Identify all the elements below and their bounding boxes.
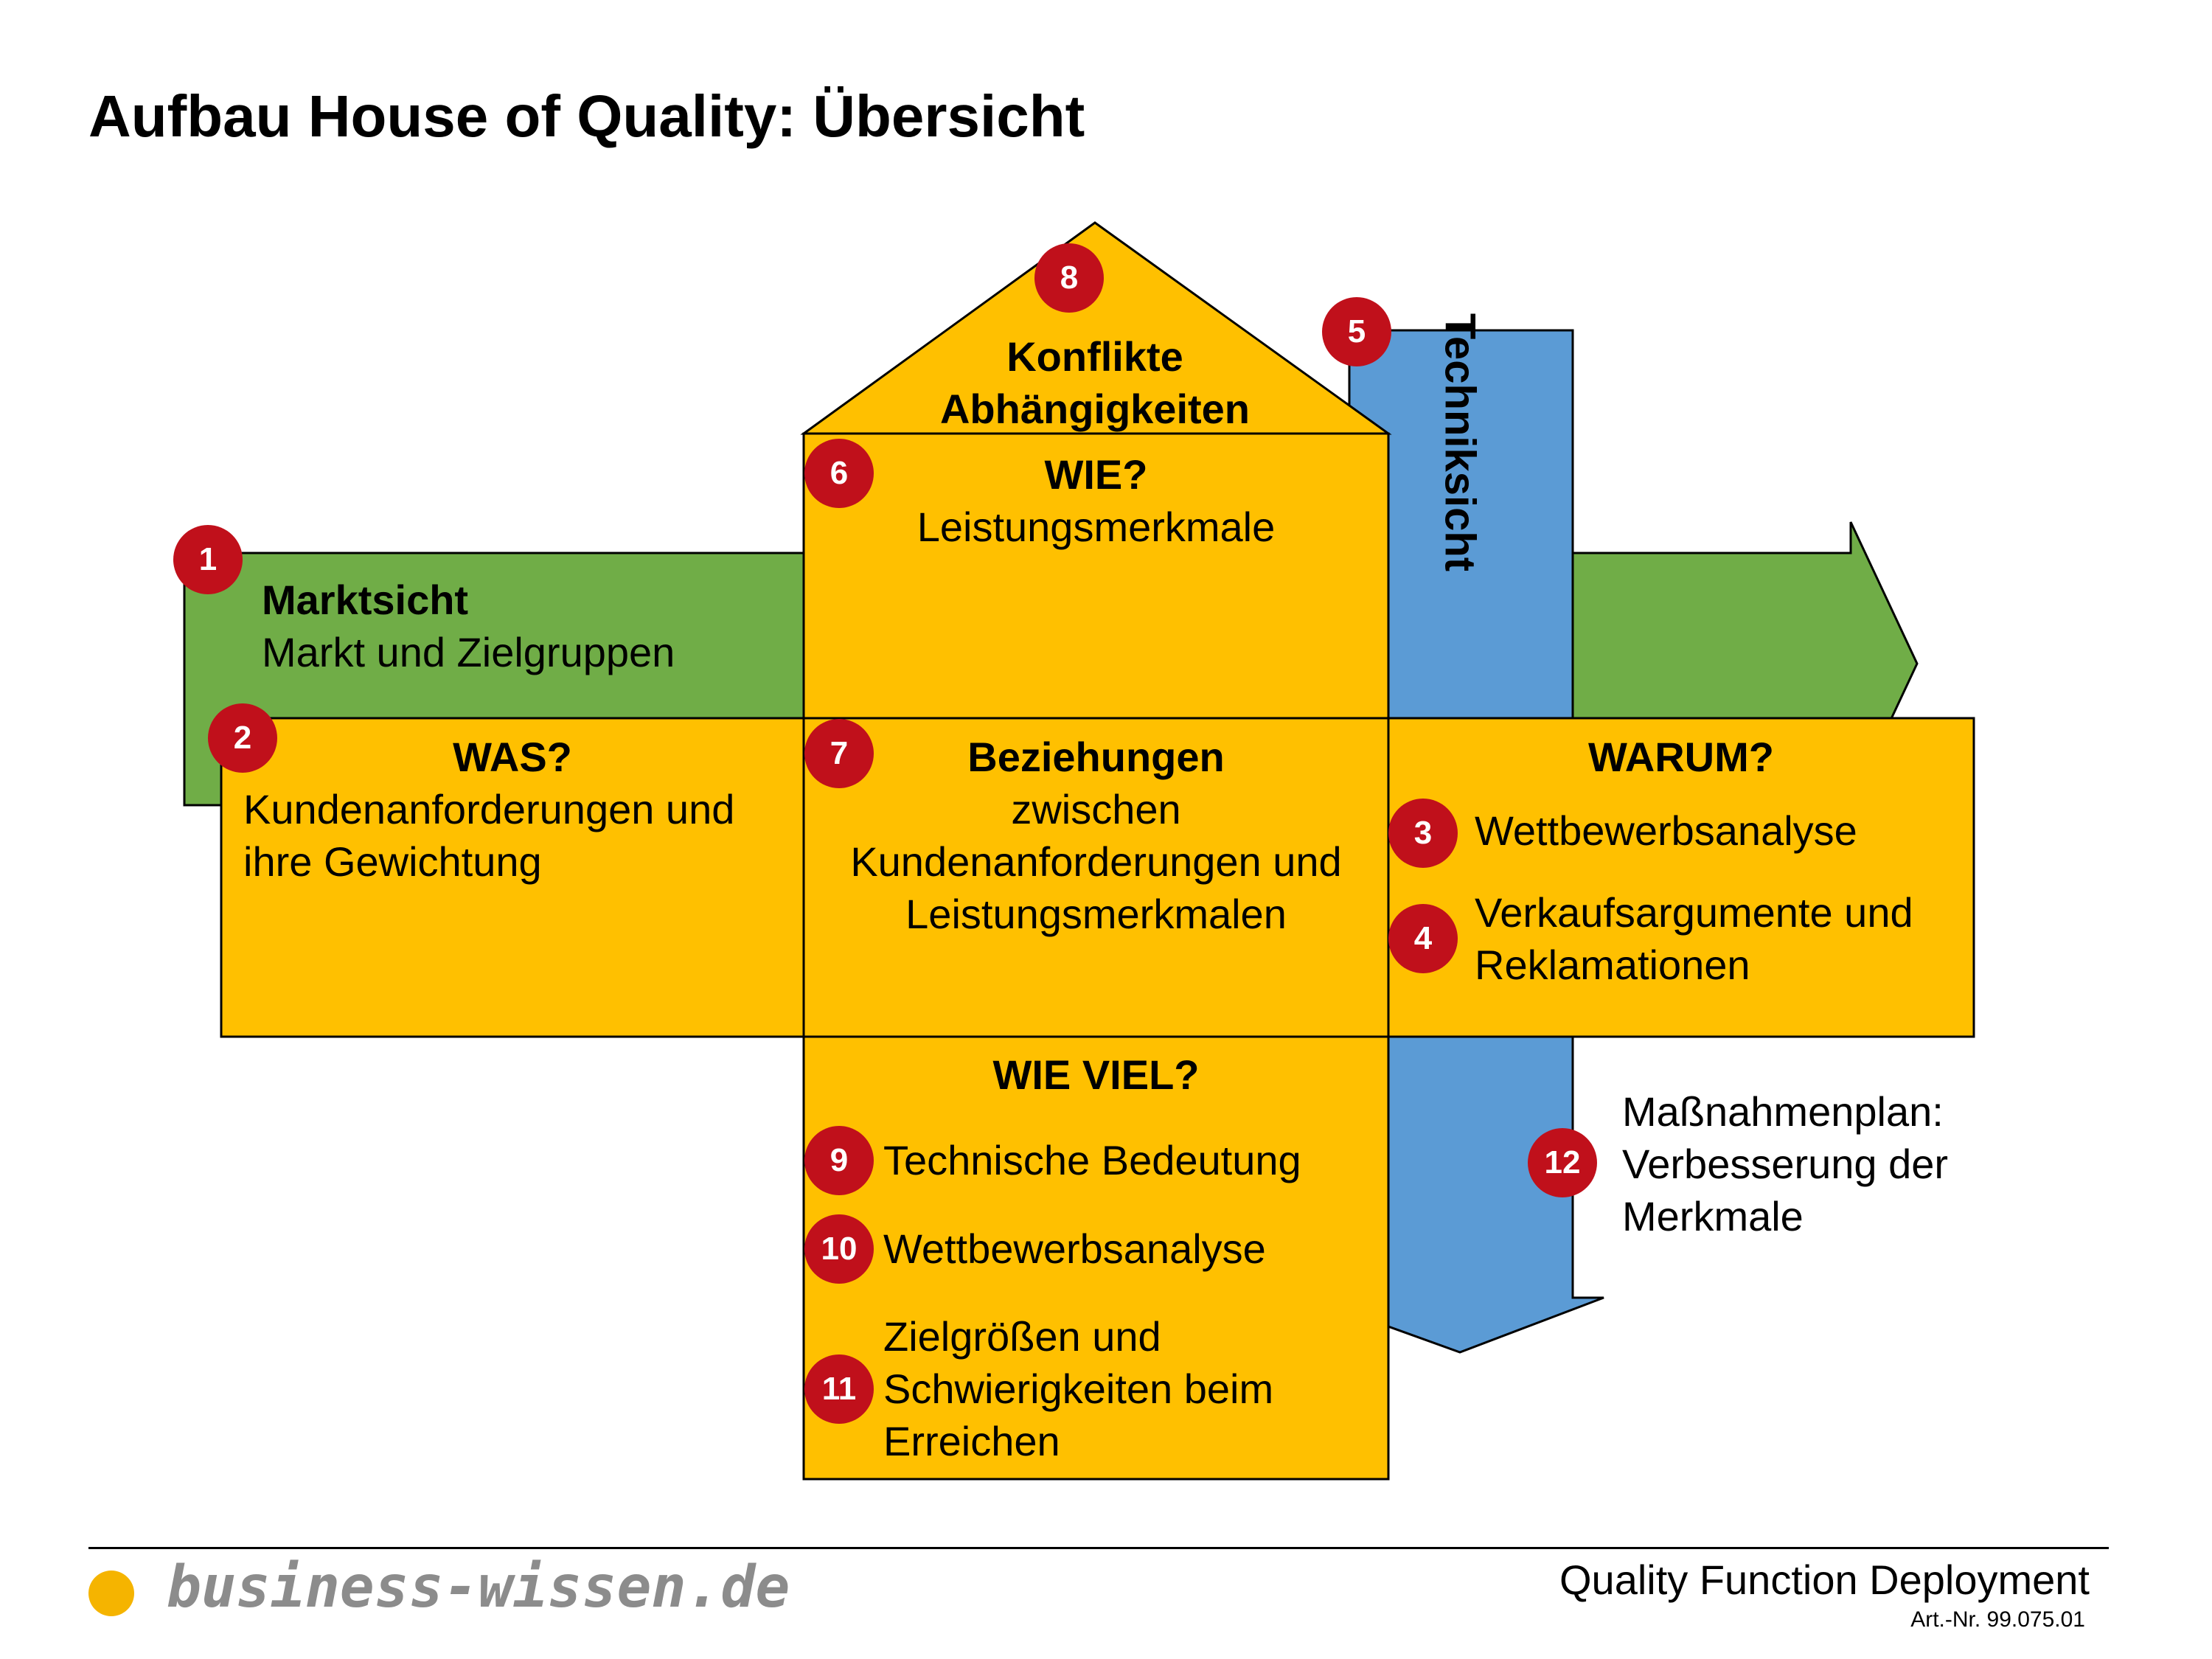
badge-11: 11 [804,1354,874,1424]
wieviel-box [802,1035,1390,1481]
was-box [220,717,805,1038]
badge-6: 6 [804,439,874,508]
page-title: Aufbau House of Quality: Übersicht [88,83,1085,149]
was-line-2: ihre Gewichtung [243,838,542,885]
wieviel-item-10: Wettbewerbsanalyse [883,1225,1266,1272]
was-line-1: Kundenanforderungen und [243,786,735,832]
roof-label-line-1: Konflikte [1006,333,1183,380]
beziehungen-text: Beziehungen zwischen Kundenanforderungen… [804,731,1388,940]
roof-label-line-2: Abhängigkeiten [939,386,1251,432]
footer-doc-title: Quality Function Deployment [1559,1557,2090,1603]
logo-dot-icon [88,1571,134,1616]
wie-box [802,432,1390,720]
wieviel-item-9: Technische Bedeutung [883,1137,1301,1183]
badge-8: 8 [1034,243,1104,313]
badge-3: 3 [1388,799,1458,868]
wie-subtitle: Leistungsmerkmale [917,504,1276,550]
was-text: Kundenanforderungen und ihre Gewichtung [243,783,734,888]
massnahmen-line-1: Maßnahmenplan: [1622,1088,1944,1135]
wieviel-item-11-line-3: Erreichen [883,1418,1060,1464]
wie-text: WIE? Leistungsmerkmale [804,448,1388,553]
beziehungen-line-1: zwischen [1011,786,1181,832]
badge-12: 12 [1528,1128,1597,1197]
badge-4: 4 [1388,904,1458,973]
wieviel-item-11-line-1: Zielgrößen und [883,1313,1161,1360]
marktsicht-subtitle: Markt und Zielgruppen [262,629,675,675]
wieviel-item-11: Zielgrößen und Schwierigkeiten beim Erre… [883,1310,1273,1467]
roof-label: Konflikte Abhängigkeiten [874,330,1316,435]
was-title: WAS? [453,734,572,780]
badge-7: 7 [804,719,874,788]
beziehungen-line-3: Leistungsmerkmalen [905,891,1287,937]
warum-item-4-line-1: Verkaufsargumente und [1475,889,1913,936]
warum-item-4: Verkaufsargumente und Reklamationen [1475,886,1913,991]
warum-title: WARUM? [1588,734,1774,780]
massnahmen-line-2: Verbesserung der [1622,1141,1949,1187]
warum-box [1387,717,1975,1038]
beziehungen-title: Beziehungen [967,734,1225,780]
footer-article-number: Art.-Nr. 99.075.01 [1910,1607,2085,1632]
marktsicht-text: Marktsicht Markt und Zielgruppen [262,574,675,678]
wie-title: WIE? [1044,451,1148,498]
footer-divider [88,1547,2109,1549]
badge-9: 9 [804,1126,874,1195]
badge-2: 2 [208,703,277,773]
warum-item-4-line-2: Reklamationen [1475,942,1750,988]
badge-10: 10 [804,1214,874,1284]
wieviel-item-11-line-2: Schwierigkeiten beim [883,1366,1274,1412]
badge-5: 5 [1322,297,1391,366]
techniksicht-label: Techniksicht [1436,313,1484,572]
wieviel-title: WIE VIEL? [992,1051,1200,1098]
logo: business-wissen.de [167,1554,790,1621]
warum-item-3: Wettbewerbsanalyse [1475,807,1857,854]
marktsicht-title: Marktsicht [262,577,469,623]
beziehungen-line-2: Kundenanforderungen und [850,838,1342,885]
massnahmen-text: Maßnahmenplan: Verbesserung der Merkmale [1622,1085,1948,1242]
badge-1: 1 [173,525,243,594]
beziehungen-box [802,717,1390,1038]
massnahmen-line-3: Merkmale [1622,1193,1804,1239]
